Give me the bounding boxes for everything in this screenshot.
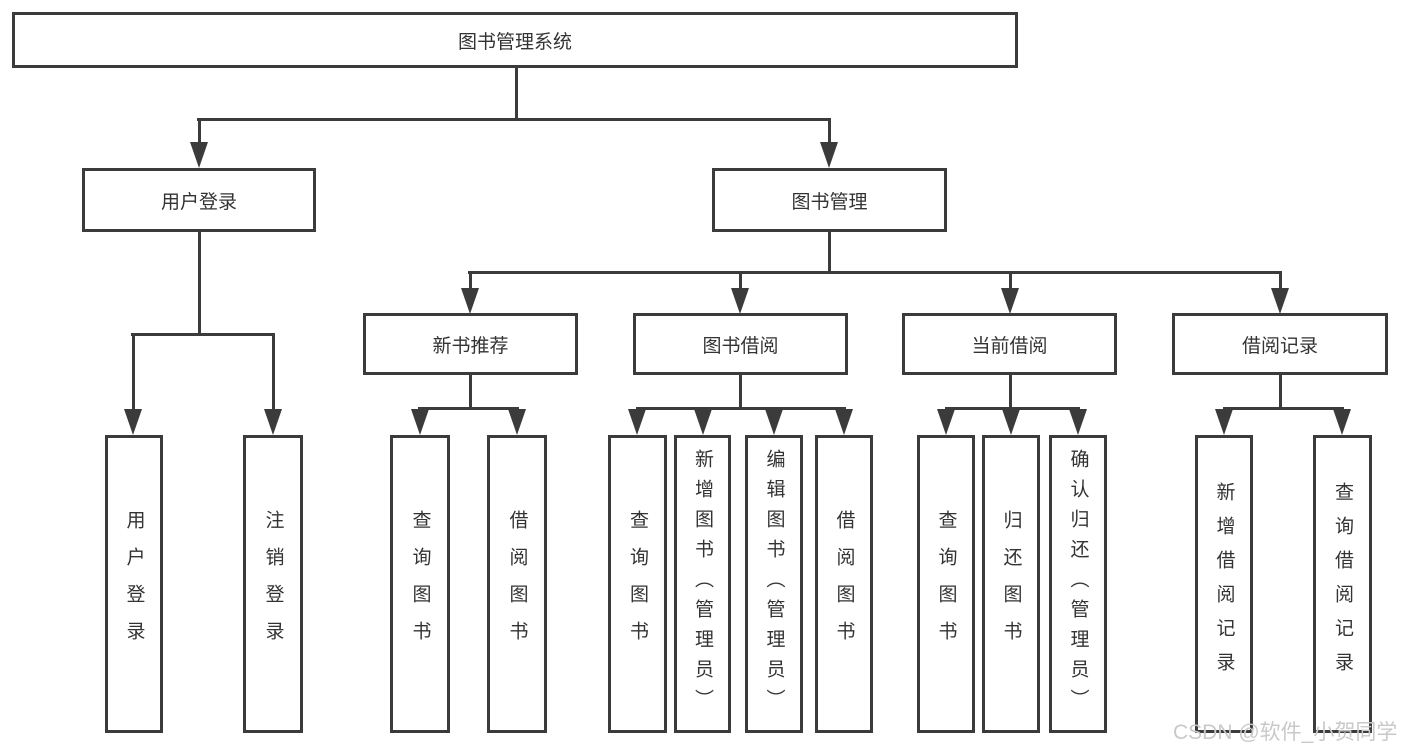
connector-rail xyxy=(636,407,846,410)
arrowhead-icon xyxy=(835,409,853,435)
node-user-login-action: 用户登录 xyxy=(105,435,163,733)
connector-rail xyxy=(418,407,519,410)
node-user-login: 用户登录 xyxy=(82,168,316,232)
connector-drop xyxy=(739,271,742,291)
node-borrow-books: 借阅图书 xyxy=(487,435,547,733)
csdn-watermark: CSDN @软件_小贺同学 xyxy=(1173,721,1398,744)
node-label: 查询图书 xyxy=(409,510,431,658)
arrowhead-icon xyxy=(694,409,712,435)
connector-root-stem xyxy=(515,68,518,121)
arrowhead-icon xyxy=(124,409,142,435)
connector-root-rail xyxy=(197,118,831,121)
node-label: 借阅记录 xyxy=(1241,335,1318,357)
node-label: 新书推荐 xyxy=(432,335,509,357)
node-query-books: 查询图书 xyxy=(608,435,667,733)
arrowhead-icon xyxy=(190,142,208,168)
node-label: 图书管理系统 xyxy=(457,31,572,53)
arrowhead-icon xyxy=(628,409,646,435)
node-label: 用户登录 xyxy=(160,191,237,213)
node-add-book-admin: 新增图书（管理员） xyxy=(674,435,731,733)
node-label: 查询图书 xyxy=(627,510,648,658)
node-label: 确认归还（管理员） xyxy=(1067,449,1089,719)
node-edit-book-admin: 编辑图书（管理员） xyxy=(745,435,803,733)
node-add-borrow-record: 新增借阅记录 xyxy=(1195,435,1253,733)
node-label: 查询图书 xyxy=(935,510,957,658)
arrowhead-icon xyxy=(411,409,429,435)
arrowhead-icon xyxy=(1069,409,1087,435)
connector-drop xyxy=(132,333,135,412)
connector-rail xyxy=(1223,407,1344,410)
node-library-system: 图书管理系统 xyxy=(12,12,1018,68)
node-query-books: 查询图书 xyxy=(917,435,975,733)
arrowhead-icon xyxy=(765,409,783,435)
node-new-book-recommendation: 新书推荐 xyxy=(363,313,578,375)
arrowhead-icon xyxy=(1002,409,1020,435)
node-label: 新增图书（管理员） xyxy=(692,449,713,719)
connector-book-mgmt-rail xyxy=(468,271,1281,274)
arrowhead-icon xyxy=(508,409,526,435)
node-confirm-return-admin: 确认归还（管理员） xyxy=(1049,435,1107,733)
connector-drop xyxy=(198,118,201,146)
node-label: 归还图书 xyxy=(1000,510,1022,658)
node-borrowing-records: 借阅记录 xyxy=(1172,313,1388,375)
node-label: 用户登录 xyxy=(123,510,145,658)
arrowhead-icon xyxy=(461,288,479,314)
node-label: 图书管理 xyxy=(791,191,868,213)
node-query-books: 查询图书 xyxy=(390,435,450,733)
connector-stem xyxy=(1009,375,1012,410)
connector-drop xyxy=(469,271,472,291)
node-book-borrowing: 图书借阅 xyxy=(633,313,848,375)
node-label: 查询借阅记录 xyxy=(1332,482,1353,686)
node-query-borrow-record: 查询借阅记录 xyxy=(1313,435,1372,733)
node-label: 新增借阅记录 xyxy=(1213,482,1235,686)
node-label: 编辑图书（管理员） xyxy=(763,449,785,719)
arrowhead-icon xyxy=(820,142,838,168)
connector-user-login-rail xyxy=(131,333,274,336)
arrowhead-icon xyxy=(264,409,282,435)
connector-user-login-stem xyxy=(198,232,201,336)
connector-book-mgmt-stem xyxy=(828,232,831,274)
arrowhead-icon xyxy=(1333,409,1351,435)
connector-drop xyxy=(1279,271,1282,291)
node-current-borrowing: 当前借阅 xyxy=(902,313,1117,375)
connector-drop xyxy=(272,333,275,412)
node-book-management: 图书管理 xyxy=(712,168,947,232)
node-label: 注销登录 xyxy=(262,510,284,658)
node-logout: 注销登录 xyxy=(243,435,303,733)
arrowhead-icon xyxy=(1271,288,1289,314)
node-label: 借阅图书 xyxy=(506,510,528,658)
arrowhead-icon xyxy=(1215,409,1233,435)
node-return-books: 归还图书 xyxy=(982,435,1040,733)
connector-stem xyxy=(1279,375,1282,410)
node-label: 当前借阅 xyxy=(971,335,1048,357)
node-label: 图书借阅 xyxy=(702,335,779,357)
connector-stem xyxy=(739,375,742,410)
node-label: 借阅图书 xyxy=(833,510,855,658)
arrowhead-icon xyxy=(1001,288,1019,314)
node-borrow-books: 借阅图书 xyxy=(815,435,873,733)
connector-drop xyxy=(828,118,831,146)
connector-stem xyxy=(469,375,472,410)
connector-rail xyxy=(945,407,1080,410)
connector-drop xyxy=(1009,271,1012,291)
arrowhead-icon xyxy=(731,288,749,314)
arrowhead-icon xyxy=(937,409,955,435)
